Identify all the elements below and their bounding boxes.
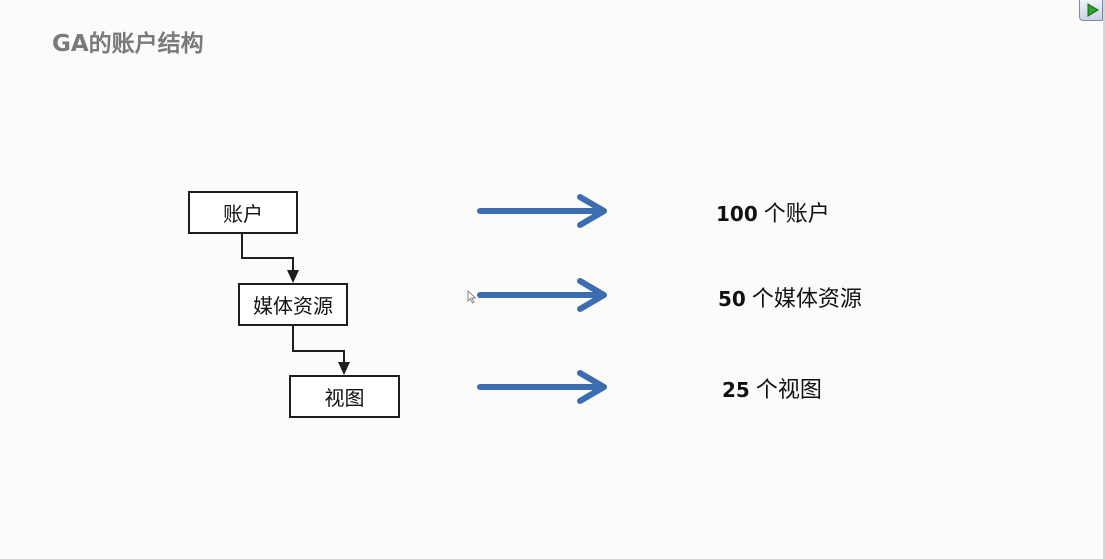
arrow-icon-view: [477, 370, 607, 404]
connector-account-to-property: [241, 233, 294, 274]
arrow-icon-property: [477, 278, 607, 312]
node-view: 视图: [289, 375, 400, 418]
node-account-label: 账户: [223, 202, 263, 226]
node-view-label: 视图: [324, 386, 365, 410]
limit-accounts-count: 100: [716, 202, 758, 226]
window-edge: [1103, 0, 1106, 559]
mouse-cursor-icon: [467, 290, 477, 304]
limit-views-count: 25: [722, 378, 750, 402]
limit-properties-count: 50: [718, 287, 746, 311]
play-button[interactable]: [1079, 0, 1103, 21]
limit-accounts-unit: 个账户: [763, 202, 830, 227]
connector-property-to-view-head: [338, 362, 350, 375]
arrow-icon-account: [477, 194, 607, 228]
play-icon: [1087, 3, 1099, 17]
connector-property-to-view: [292, 325, 345, 365]
node-property-label: 媒体资源: [253, 294, 333, 318]
connector-account-to-property-head: [287, 270, 299, 283]
limit-properties-unit: 个媒体资源: [751, 287, 862, 312]
page-title: GA的账户结构: [52, 31, 204, 57]
node-property: 媒体资源: [238, 283, 348, 326]
node-account: 账户: [188, 191, 298, 234]
limit-views-unit: 个视图: [755, 378, 822, 403]
